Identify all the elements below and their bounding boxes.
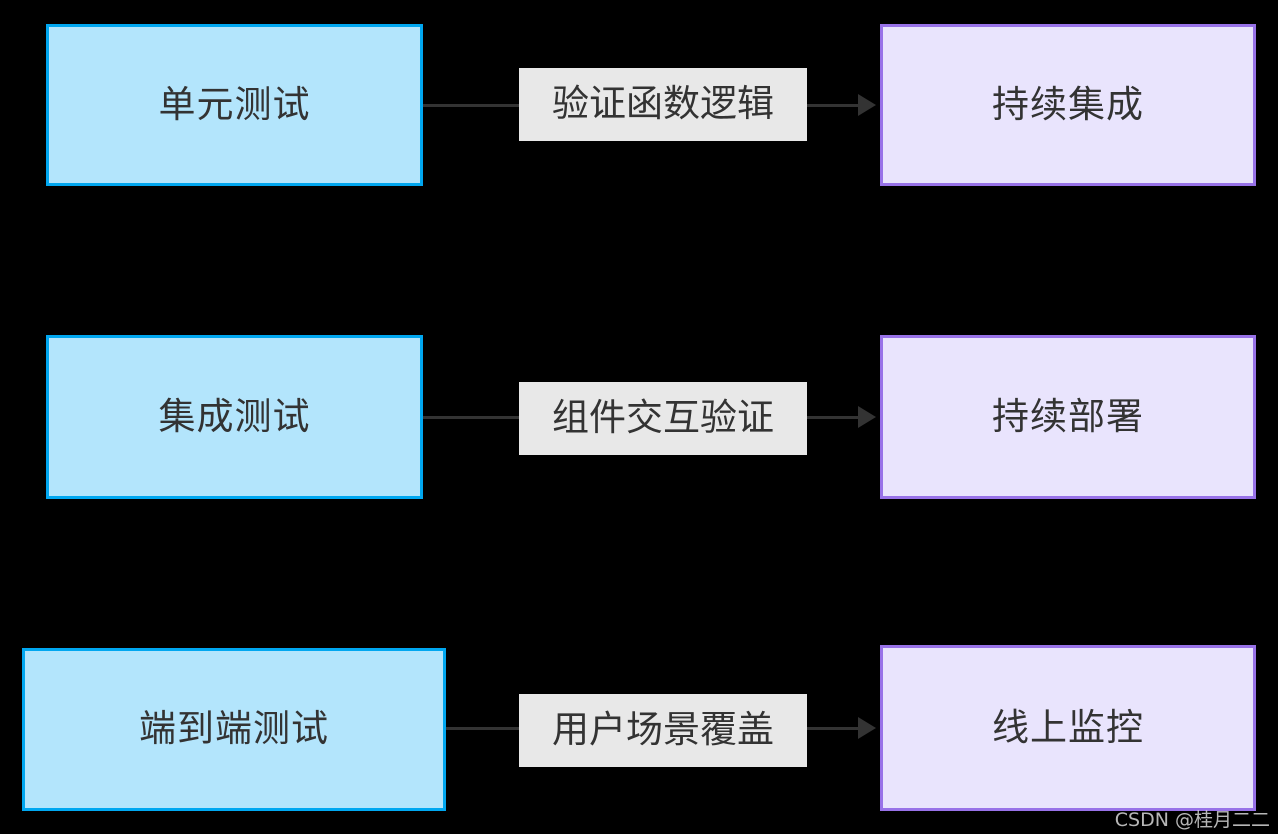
- edge-label-user-scenario-coverage: 用户场景覆盖: [519, 694, 807, 767]
- watermark: CSDN @桂月二二: [1114, 809, 1270, 831]
- arrow-head-icon: [858, 717, 876, 739]
- node-unit-test[interactable]: 单元测试: [46, 24, 423, 186]
- edge-label-text: 组件交互验证: [552, 397, 774, 439]
- node-label: 端到端测试: [139, 708, 329, 750]
- node-continuous-deployment[interactable]: 持续部署: [880, 335, 1256, 499]
- arrow-head-icon: [858, 94, 876, 116]
- edge-label-text: 验证函数逻辑: [552, 83, 774, 125]
- node-label: 集成测试: [158, 395, 311, 437]
- node-label: 持续部署: [992, 395, 1144, 437]
- edge-label-text: 用户场景覆盖: [552, 709, 774, 751]
- edge-label-component-interaction-verification: 组件交互验证: [519, 382, 807, 455]
- node-label: 线上监控: [992, 706, 1144, 748]
- node-label: 单元测试: [158, 83, 311, 125]
- edge-label-verify-function-logic: 验证函数逻辑: [519, 68, 807, 141]
- node-integration-test[interactable]: 集成测试: [46, 335, 423, 499]
- node-online-monitoring[interactable]: 线上监控: [880, 645, 1256, 811]
- node-end-to-end-test[interactable]: 端到端测试: [22, 648, 446, 811]
- arrow-head-icon: [858, 406, 876, 428]
- node-label: 持续集成: [992, 83, 1144, 125]
- node-continuous-integration[interactable]: 持续集成: [880, 24, 1256, 186]
